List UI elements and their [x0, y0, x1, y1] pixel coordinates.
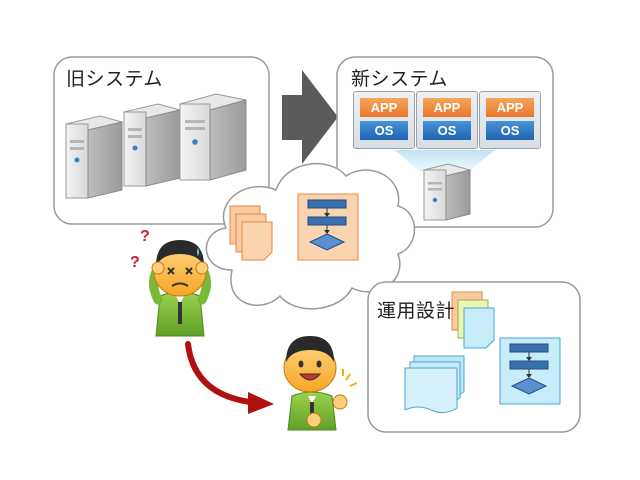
app-label: APP	[486, 98, 534, 117]
migration-arrow	[282, 70, 338, 164]
question-mark: ?	[140, 228, 150, 245]
worried-person-icon	[149, 240, 211, 337]
old-system-title: 旧システム	[66, 68, 163, 90]
os-label: OS	[486, 121, 534, 140]
flowchart-document-icon	[297, 193, 359, 261]
server-icon	[65, 115, 123, 199]
server-icon	[179, 93, 247, 181]
vm-chip: APP OS	[479, 91, 541, 149]
host-server-icon	[422, 163, 472, 221]
document-stack-icon	[451, 291, 495, 349]
app-label: APP	[360, 98, 408, 117]
os-label: OS	[360, 121, 408, 140]
document-stack-icon	[404, 355, 465, 414]
os-label: OS	[423, 121, 471, 140]
document-stack-icon	[229, 205, 273, 261]
virtualization-beam	[395, 150, 495, 172]
vm-chip: APP OS	[353, 91, 415, 149]
server-icon	[123, 103, 181, 187]
vm-chip: APP OS	[416, 91, 478, 149]
happy-person-icon	[283, 336, 358, 431]
question-mark: ?	[130, 254, 140, 271]
new-system-title: 新システム	[351, 68, 448, 90]
app-label: APP	[423, 98, 471, 117]
ops-design-title: 運用設計	[377, 300, 456, 322]
improvement-arrow	[185, 341, 253, 405]
flowchart-document-icon	[499, 337, 561, 405]
